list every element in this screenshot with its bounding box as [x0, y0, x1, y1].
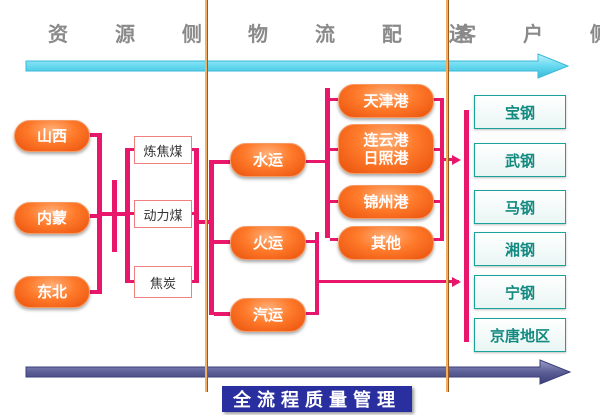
customer-xiangsteel: 湘钢 — [474, 232, 566, 266]
transport-truck: 汽运 — [230, 298, 306, 332]
coal-coking-coal: 炼焦煤 — [134, 136, 192, 164]
customer-jingtang: 京唐地区 — [474, 318, 566, 352]
divider-left — [205, 0, 208, 392]
port-tianjin: 天津港 — [338, 84, 434, 118]
quality-management-banner: 全流程质量管理 — [222, 386, 412, 412]
port-other: 其他 — [338, 226, 434, 260]
header-resource-side: 资 源 侧 — [48, 22, 222, 46]
header-customer-side: 客 户 侧 — [456, 22, 600, 46]
coal-coke: 焦炭 — [134, 266, 192, 298]
divider-right — [446, 0, 449, 392]
transport-water: 水运 — [230, 143, 306, 177]
coal-thermal-coal: 动力煤 — [134, 200, 192, 228]
port-lianyun-rizhao: 连云港 日照港 — [338, 124, 434, 174]
customer-ningsteel: 宁钢 — [474, 275, 566, 309]
customer-baosteel: 宝钢 — [474, 95, 566, 129]
port-jinzhou: 锦州港 — [338, 185, 434, 219]
transport-rail: 火运 — [230, 226, 306, 260]
port-rizhao: 日照港 — [363, 149, 409, 167]
customer-masteel: 马钢 — [474, 190, 566, 224]
source-shanxi: 山西 — [14, 120, 90, 152]
header-logistics: 物 流 配 送 — [248, 22, 489, 46]
source-inner-mongolia: 内蒙 — [14, 202, 90, 234]
source-northeast: 东北 — [14, 276, 90, 308]
customer-wisco: 武钢 — [474, 143, 566, 177]
port-lianyungang: 连云港 — [363, 131, 409, 149]
